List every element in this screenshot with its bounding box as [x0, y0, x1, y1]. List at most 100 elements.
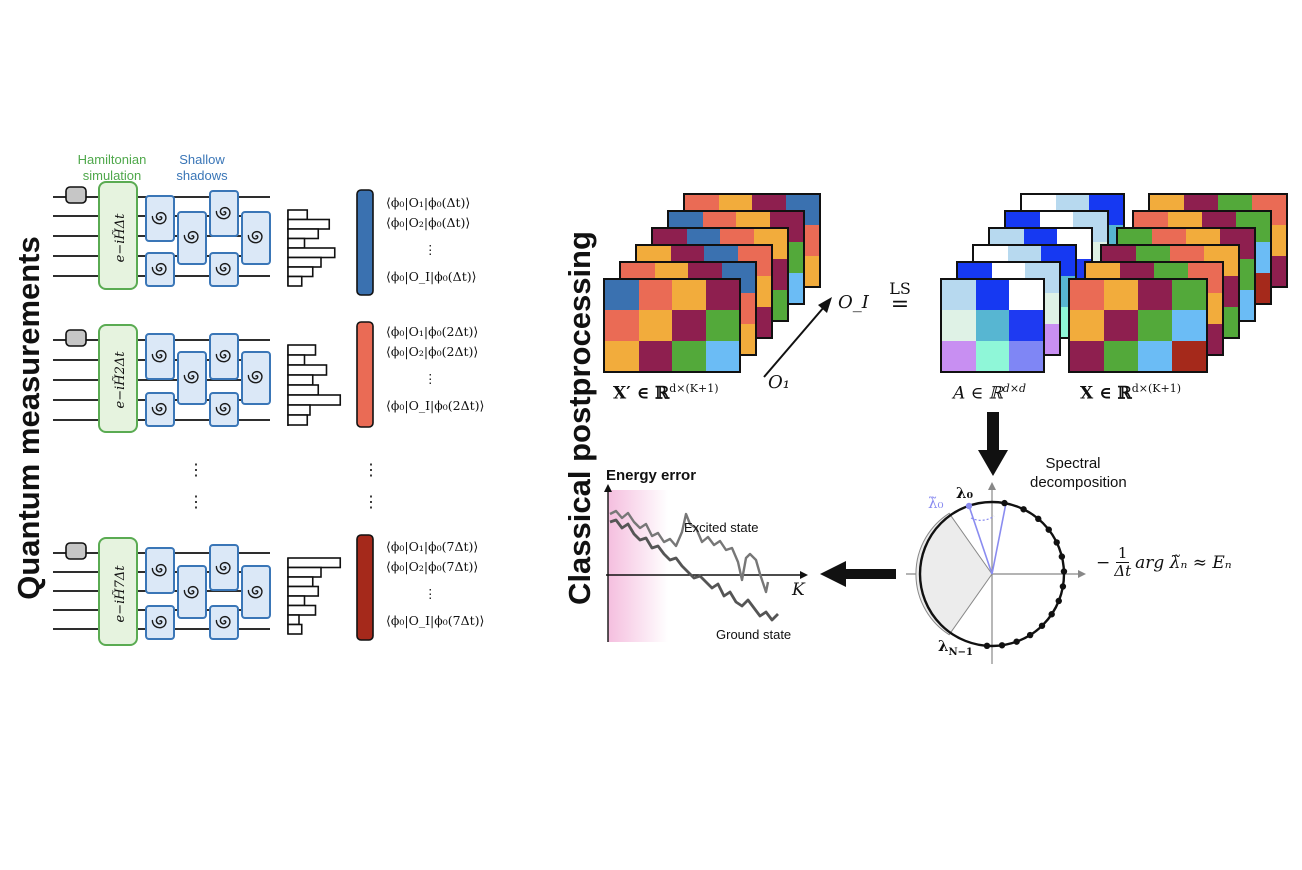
observable-axis-arrow — [763, 297, 832, 378]
eigenvalue-dot — [1058, 553, 1066, 560]
matrix-cell — [1172, 340, 1206, 371]
matrix-cell — [1070, 280, 1104, 311]
histogram-bar — [287, 557, 342, 569]
xprime-front-matrix — [603, 278, 741, 373]
matrix-cell — [705, 280, 739, 311]
histogram-bar — [287, 237, 306, 249]
initial-state-box — [65, 329, 87, 347]
quantum-circuits-svg: e−iH̃Δt — [53, 181, 374, 646]
circuit-row-3: e−iH̃7Δt — [53, 537, 271, 646]
expectation-ellipsis: ⋮ — [424, 242, 437, 257]
eigenvalue-dot — [1048, 611, 1055, 618]
matrix-cell — [1172, 310, 1206, 341]
result-bar-row-1 — [356, 189, 374, 296]
histogram-bar — [287, 384, 320, 396]
lambda0-tilde-label: λ̃₀ — [928, 494, 944, 512]
histogram-bar — [287, 364, 328, 376]
oi-label: O_I — [838, 292, 869, 313]
ellipsis-circuit-2: ⋮ — [188, 492, 204, 511]
initial-state-box — [65, 542, 87, 560]
matrix-cell — [672, 280, 706, 311]
ellipsis-circuit-1: ⋮ — [188, 460, 204, 479]
ellipsis-bar-2: ⋮ — [363, 492, 379, 511]
matrix-cell — [638, 280, 672, 311]
expectation-value: ⟨ϕ₀|O_I|ϕ₀(2Δt)⟩ — [386, 398, 485, 413]
histogram-bar — [287, 344, 317, 356]
histogram-bar — [287, 275, 303, 287]
histogram-bar — [287, 614, 300, 626]
o1-label: O₁ — [768, 372, 790, 393]
matrix-cell — [942, 310, 976, 341]
matrix-cell — [1172, 280, 1206, 311]
matrix-cell — [1009, 310, 1043, 341]
histogram-bar — [287, 394, 342, 406]
histogram-bar — [287, 576, 314, 588]
expectation-value: ⟨ϕ₀|O₁|ϕ₀(Δt)⟩ — [386, 195, 471, 210]
matrix-cell — [638, 310, 672, 341]
matrix-cell — [705, 340, 739, 371]
histogram-bar — [287, 218, 331, 230]
histogram-bar — [287, 256, 322, 268]
matrix-cell — [1138, 340, 1172, 371]
histogram-bar — [287, 374, 314, 386]
hamiltonian-simulation-label: Hamiltonian simulation — [77, 152, 147, 183]
histogram-bar — [287, 354, 306, 366]
eigenvalue-dot — [1059, 583, 1067, 590]
histogram-bars-row-3 — [287, 557, 342, 635]
a-matrix-label: A ∈ ℝd×d — [953, 382, 1027, 404]
expectation-list-row-1: ⟨ϕ₀|O₁|ϕ₀(Δt)⟩ ⟨ϕ₀|O₂|ϕ₀(Δt)⟩ ⋮ ⟨ϕ₀|O_I|… — [386, 193, 476, 287]
matrix-cell — [1138, 280, 1172, 311]
initial-state-box — [65, 186, 87, 204]
down-arrow — [978, 412, 1008, 476]
expectation-list-row-2: ⟨ϕ₀|O₁|ϕ₀(2Δt)⟩ ⟨ϕ₀|O₂|ϕ₀(2Δt)⟩ ⋮ ⟨ϕ₀|O_… — [386, 322, 484, 416]
expectation-value: ⟨ϕ₀|O₁|ϕ₀(7Δt)⟩ — [386, 539, 479, 554]
matrix-cell — [605, 340, 639, 371]
eigenvalue-dot — [1038, 622, 1046, 629]
xprime-label: X′ ∈ ℝd×(K+1) — [613, 382, 719, 404]
expectation-value: ⟨ϕ₀|O₂|ϕ₀(2Δt)⟩ — [386, 344, 479, 359]
expectation-value: ⟨ϕ₀|O₂|ϕ₀(Δt)⟩ — [386, 215, 471, 230]
result-bar-row-3 — [356, 534, 374, 641]
histogram-bars-row-2 — [287, 344, 342, 426]
hamiltonian-gate — [98, 324, 138, 433]
histogram-bars-row-1 — [287, 209, 336, 287]
ellipsis-bar-1: ⋮ — [363, 460, 379, 479]
x-front-matrix — [1068, 278, 1208, 373]
matrix-cell — [1104, 310, 1138, 341]
result-bar-row-2 — [356, 321, 374, 428]
histogram-bar — [287, 585, 320, 597]
eigenvalue-dot — [1053, 539, 1060, 546]
eigenvalue-dot — [1013, 638, 1020, 645]
expectation-value: ⟨ϕ₀|O_I|ϕ₀(7Δt)⟩ — [386, 613, 485, 628]
matrix-cell — [1138, 310, 1172, 341]
eigenvalue-dot — [1060, 568, 1068, 575]
matrix-cell — [605, 280, 639, 311]
matrix-cell — [975, 310, 1010, 341]
matrix-cell — [605, 310, 639, 341]
matrix-cell — [1009, 340, 1043, 371]
matrix-cell — [1070, 340, 1104, 371]
left-arrow — [820, 561, 896, 587]
histogram-bar — [287, 228, 320, 240]
histogram-bar — [287, 595, 306, 607]
expectation-value: ⟨ϕ₀|O_I|ϕ₀(Δt)⟩ — [386, 269, 477, 284]
a-front-matrix — [940, 278, 1045, 373]
eigenvalue-dot — [1035, 515, 1042, 523]
x-matrix-label: X ∈ ℝd×(K+1) — [1080, 382, 1182, 404]
circuit-row-1: e−iH̃Δt — [53, 181, 271, 290]
expectation-value: ⟨ϕ₀|O₂|ϕ₀(7Δt)⟩ — [386, 559, 479, 574]
eigenvalue-dot — [983, 642, 991, 650]
histogram-bar — [287, 604, 317, 616]
matrix-cell — [1070, 310, 1104, 341]
histogram-bar — [287, 247, 336, 259]
matrix-cell — [942, 340, 976, 371]
hamiltonian-gate — [98, 537, 138, 646]
histogram-bar — [287, 266, 314, 278]
matrix-cell — [1104, 340, 1138, 371]
lambda0-label: λ₀ — [956, 484, 974, 502]
ground-state-label: Ground state — [716, 627, 792, 642]
eigenvalue-dot — [1026, 631, 1034, 639]
matrix-cell — [638, 340, 672, 371]
eigenvalue-dot — [1001, 499, 1008, 507]
